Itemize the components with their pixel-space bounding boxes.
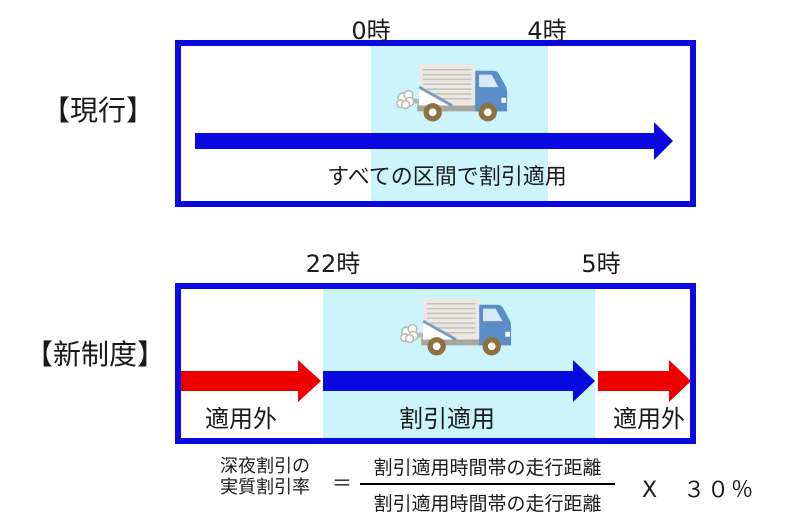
current-arrow-caption: すべての区間で割引適用: [327, 165, 567, 190]
new-system-label: 【新制度】: [25, 338, 166, 371]
new-start-time-label: 22時: [305, 250, 361, 278]
formula-multiplier: X ３０％: [642, 478, 756, 503]
current-start-time-label: 0時: [351, 17, 391, 45]
exhaust-puff-icon: [396, 89, 420, 110]
equals-sign: ＝: [332, 471, 352, 495]
formula-fraction: 割引適用時間帯の走行距離 割引適用時間帯の走行距離: [360, 453, 615, 516]
new-outside-left-arrow: [181, 360, 321, 402]
fraction-denominator: 割引適用時間帯の走行距離: [373, 493, 602, 515]
new-outside-right-label: 適用外: [613, 405, 685, 433]
new-end-time-label: 5時: [581, 250, 621, 278]
truck-icon: [400, 297, 512, 356]
new-discount-arrow: [323, 360, 595, 402]
formula-lhs-line1: 深夜割引の: [220, 456, 310, 477]
new-outside-right-arrow: [598, 360, 691, 402]
formula-lhs: 深夜割引の 実質割引率: [207, 456, 323, 498]
new-discount-label: 割引適用: [399, 405, 495, 433]
formula-lhs-line2: 実質割引率: [220, 477, 310, 498]
truck-icon: [396, 63, 508, 122]
current-route-arrow: [195, 122, 673, 160]
exhaust-puff-icon: [400, 323, 424, 344]
current-system-label: 【現行】: [42, 94, 155, 127]
new-outside-left-label: 適用外: [205, 405, 277, 433]
current-end-time-label: 4時: [527, 17, 567, 45]
fraction-numerator: 割引適用時間帯の走行距離: [360, 453, 615, 485]
